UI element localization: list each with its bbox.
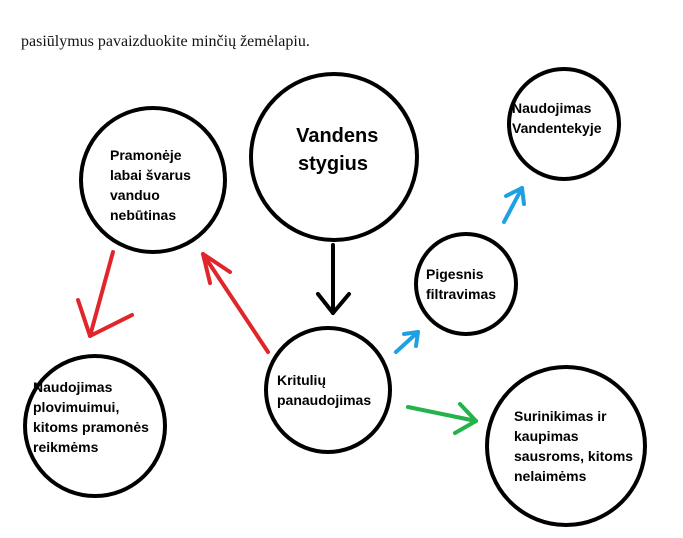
arrow-kritulių-to-surinkimas bbox=[406, 402, 478, 435]
node-vandentekyje: Naudojimas Vandentekyje bbox=[507, 67, 621, 181]
node-pigesnis: Pigesnis filtravimas bbox=[414, 232, 518, 336]
arrow-kritulių-to-pigesnis bbox=[394, 330, 420, 354]
node-vandens-stygius-label: Vandens stygius bbox=[296, 125, 384, 175]
node-surinkimas-label: Surinikimas ir kaupimas sausroms, kitoms… bbox=[514, 408, 637, 484]
node-vandentekyje-label: Naudojimas Vandentekyje bbox=[512, 100, 602, 136]
intro-text: pasiūlymus pavaizduokite minčių žemėlapi… bbox=[21, 33, 310, 50]
node-plovimuimui: Naudojimas plovimuimui, kitoms pramonės … bbox=[23, 354, 167, 498]
arrow-pigesnis-to-vandentekyje bbox=[502, 186, 526, 224]
node-surinkimas: Surinikimas ir kaupimas sausroms, kitoms… bbox=[485, 365, 647, 527]
node-pramoneje: Pramonėje labai švarus vanduo nebūtinas bbox=[79, 106, 227, 254]
node-pramoneje-label: Pramonėje labai švarus vanduo nebūtinas bbox=[110, 147, 195, 223]
node-kritulių-panaudojimas-label: Kritulių panaudojimas bbox=[277, 372, 371, 408]
node-pigesnis-label: Pigesnis filtravimas bbox=[426, 266, 496, 302]
node-vandens-stygius: Vandens stygius bbox=[249, 72, 419, 242]
node-plovimuimui-label: Naudojimas plovimuimui, kitoms pramonės … bbox=[33, 379, 153, 455]
arrow-stygius-to-kritulių bbox=[316, 243, 351, 315]
arrow-pramoneje-to-plovimuimui bbox=[76, 250, 134, 338]
node-kritulių-panaudojimas: Kritulių panaudojimas bbox=[264, 326, 392, 454]
arrow-kritulių-to-pramoneje bbox=[201, 252, 270, 354]
